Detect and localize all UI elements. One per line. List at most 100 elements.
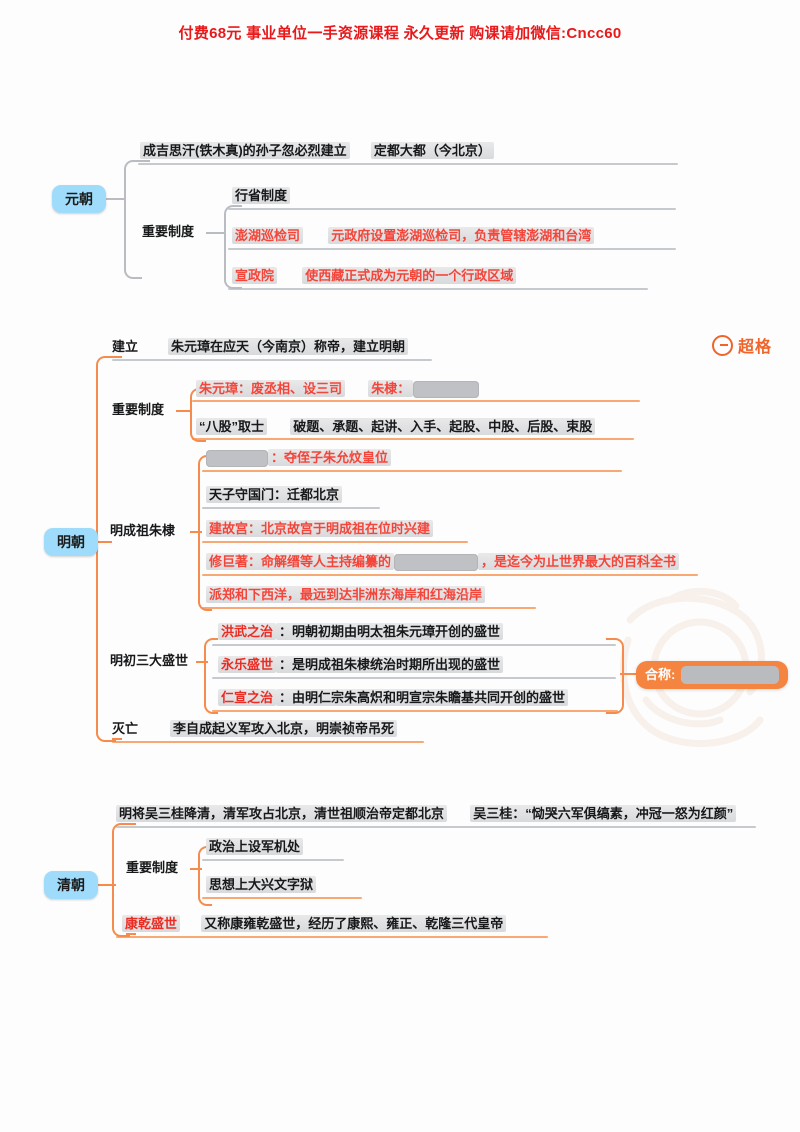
ming-system-mid-0: 朱棣： xyxy=(368,380,414,397)
connector-qing-founding xyxy=(126,823,136,825)
connector-ming-systems-stub xyxy=(176,410,190,412)
ming-system-mid-1: 破题、承题、起讲、入手、起股、中股、后股、束股 xyxy=(290,418,596,435)
ming-prosper-row-0: 洪武之治：明朝初期由明太祖朱元璋开创的盛世 xyxy=(218,622,504,641)
connector-ming-found xyxy=(112,356,122,358)
yuan-system-desc-1: 元政府设置澎湖巡检司，负责管辖澎湖和台湾 xyxy=(328,227,595,244)
connector-qing-systems-bracket xyxy=(198,846,212,906)
underline-ming-system-0 xyxy=(192,400,640,402)
yuan-system-desc-2: 使西藏正式成为元朝的一个行政区域 xyxy=(302,267,517,284)
underline-ming-prosper-2 xyxy=(212,710,618,712)
underline-yuan-system-1 xyxy=(228,248,676,250)
connector-qing-stub xyxy=(98,884,116,886)
underline-ming-prosper-1 xyxy=(212,677,616,679)
redaction-hecheng-answer xyxy=(681,666,780,684)
connector-ming-prosper-bracket xyxy=(204,638,218,714)
connector-yuan-systems-bracket xyxy=(224,205,242,289)
yuan-system-title-2: 宣政院 xyxy=(232,267,278,284)
qing-founding-text: 明将吴三桂降清，清军攻占北京，清世祖顺治帝定都北京 xyxy=(116,805,448,822)
ming-fall-text: 李自成起义军攻入北京，明崇祯帝吊死 xyxy=(170,720,398,737)
connector-qing-bracket xyxy=(112,823,130,937)
redaction-yongle-dadian xyxy=(394,554,479,572)
yuan-system-title-1: 澎湖巡检司 xyxy=(232,227,304,244)
ming-prosper-desc-1: ：是明成祖朱棣统治时期所出现的盛世 xyxy=(276,656,504,673)
connector-yuan-stub xyxy=(106,198,124,200)
hecheng-card[interactable]: 合称: xyxy=(636,661,789,689)
yuan-system-row-0: 行省制度 xyxy=(232,186,291,205)
qing-system-row-1: 思想上大兴文字狱 xyxy=(206,875,317,894)
connector-ming-stub xyxy=(98,541,112,543)
ming-prosper-row-1: 永乐盛世：是明成祖朱棣统治时期所出现的盛世 xyxy=(218,655,504,674)
qing-system-row-0: 政治上设军机处 xyxy=(206,837,304,856)
ming-prosper-label: 明初三大盛世 xyxy=(110,653,189,668)
underline-ming-found xyxy=(112,359,432,361)
connector-yuan-systems-stub xyxy=(206,232,224,234)
ming-chengzu-text-3-after: ，是迄今为止世界最大的百科全书 xyxy=(478,553,680,570)
ming-found-row: 朱元璋在应天（今南京）称帝，建立明朝 xyxy=(168,337,409,356)
ming-prosper-name-2: 仁宣之治 xyxy=(218,689,277,706)
ming-chengzu-text-2: 建故宫：北京故宫于明成祖在位时兴建 xyxy=(206,520,434,537)
qing-kangqian-name: 康乾盛世 xyxy=(122,915,181,932)
underline-ming-chengzu-1 xyxy=(202,507,380,509)
qing-system-text-1: 思想上大兴文字狱 xyxy=(206,876,317,893)
hecheng-label: 合称: xyxy=(645,667,676,682)
root-node-qing[interactable]: 清朝 xyxy=(44,871,98,899)
yuan-system-title-0: 行省制度 xyxy=(232,187,291,204)
qing-kangqian-desc: 又称康雍乾盛世，经历了康熙、雍正、乾隆三代皇帝 xyxy=(201,915,507,932)
qing-founding-row: 明将吴三桂降清，清军攻占北京，清世祖顺治帝定都北京 吴三桂：“恸哭六军俱缟素，冲… xyxy=(116,804,737,823)
ming-chengzu-text-3: 修巨著：命解缙等人主持编纂的 xyxy=(206,553,395,570)
yuan-founding-row: 成吉思汗(铁木真)的孙子忽必烈建立 定都大都（今北京） xyxy=(140,141,494,160)
ming-prosper-desc-2: ：由明仁宗朱高炽和明宣宗朱瞻基共同开创的盛世 xyxy=(276,689,569,706)
ming-prosper-desc-0: ：明朝初期由明太祖朱元璋开创的盛世 xyxy=(276,623,504,640)
ming-prosper-name-0: 洪武之治 xyxy=(218,623,277,640)
connector-qing-kangqian xyxy=(126,933,136,935)
redaction-ming-zhudi xyxy=(413,381,480,399)
connector-qing-systems-stub xyxy=(190,868,202,870)
ming-chengzu-row-2: 建故宫：北京故宫于明成祖在位时兴建 xyxy=(206,519,434,538)
root-node-ming[interactable]: 明朝 xyxy=(44,528,98,556)
underline-yuan-system-2 xyxy=(228,288,648,290)
circle-g-icon xyxy=(712,334,733,356)
connector-yuan-bracket xyxy=(124,160,142,279)
connector-ming-chengzu-stub xyxy=(190,531,202,533)
underline-qing-system-0 xyxy=(202,859,344,861)
ming-chengzu-text-1: 天子守国门：迁都北京 xyxy=(206,486,343,503)
redaction-jingnan xyxy=(206,450,268,468)
qing-founding-quote: 吴三桂：“恸哭六军俱缟素，冲冠一怒为红颜” xyxy=(470,805,737,822)
qing-systems-label: 重要制度 xyxy=(126,860,179,875)
yuan-systems-label: 重要制度 xyxy=(142,224,195,239)
ming-systems-label: 重要制度 xyxy=(112,402,165,417)
connector-ming-chengzu-bracket xyxy=(198,455,212,611)
connector-hecheng-stub xyxy=(620,673,636,675)
underline-qing-kangqian xyxy=(116,936,548,938)
brand-logo-text: 超格 xyxy=(738,339,773,356)
root-node-yuan[interactable]: 元朝 xyxy=(52,185,106,213)
underline-ming-chengzu-0 xyxy=(202,470,622,472)
ming-fall-row: 李自成起义军攻入北京，明崇祯帝吊死 xyxy=(170,719,398,738)
underline-ming-prosper-0 xyxy=(212,644,616,646)
connector-hecheng-bracket xyxy=(606,638,624,714)
ming-chengzu-row-4: 派郑和下西洋，最远到达非洲东海岸和红海沿岸 xyxy=(206,585,486,604)
ming-prosper-name-1: 永乐盛世 xyxy=(218,656,277,673)
underline-yuan-system-0 xyxy=(228,208,676,210)
underline-yuan-founding xyxy=(138,163,678,165)
ming-prosper-row-2: 仁宣之治：由明仁宗朱高炽和明宣宗朱瞻基共同开创的盛世 xyxy=(218,688,569,707)
underline-qing-founding xyxy=(116,826,756,828)
qing-system-text-0: 政治上设军机处 xyxy=(206,838,304,855)
underline-ming-chengzu-4 xyxy=(202,607,536,609)
ming-system-row-0: 朱元璋：废丞相、设三司 朱棣： xyxy=(196,379,480,399)
yuan-system-row-2: 宣政院 使西藏正式成为元朝的一个行政区域 xyxy=(232,266,517,285)
ming-chengzu-row-0: ：夺侄子朱允炆皇位 xyxy=(206,448,392,468)
ming-chengzu-row-1: 天子守国门：迁都北京 xyxy=(206,485,343,504)
ming-found-text: 朱元璋在应天（今南京）称帝，建立明朝 xyxy=(168,338,409,355)
ming-found-label: 建立 xyxy=(112,339,139,354)
qing-kangqian-row: 康乾盛世 又称康雍乾盛世，经历了康熙、雍正、乾隆三代皇帝 xyxy=(122,914,507,933)
ming-chengzu-text-4: 派郑和下西洋，最远到达非洲东海岸和红海沿岸 xyxy=(206,586,486,603)
connector-yuan-founding xyxy=(138,160,150,162)
ming-chengzu-text-0: ：夺侄子朱允炆皇位 xyxy=(268,449,392,466)
underline-ming-chengzu-2 xyxy=(202,541,468,543)
yuan-founding-text: 成吉思汗(铁木真)的孙子忽必烈建立 xyxy=(140,142,350,159)
underline-ming-chengzu-3 xyxy=(202,574,698,576)
ming-system-pre-1: “八股”取士 xyxy=(196,418,268,435)
underline-ming-system-1 xyxy=(192,438,634,440)
